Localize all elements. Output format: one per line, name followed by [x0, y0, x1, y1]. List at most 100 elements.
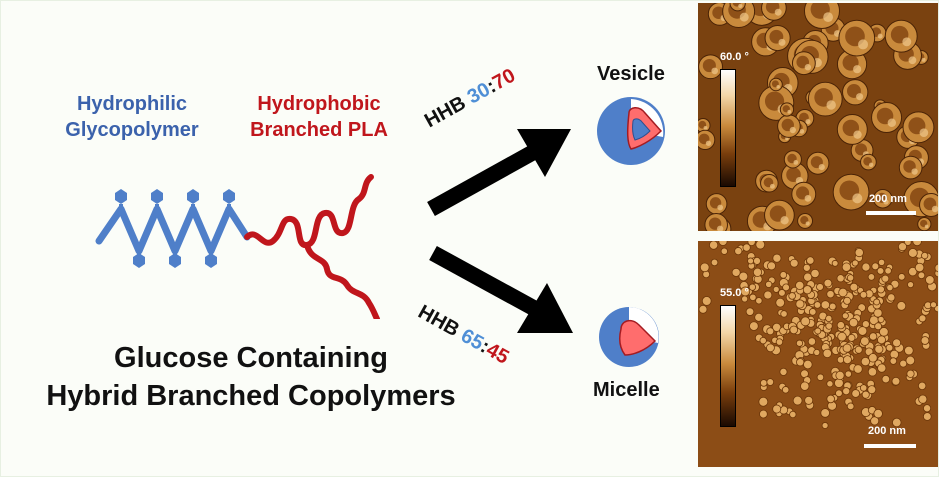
figure-title-line1: Glucose Containing — [114, 342, 388, 374]
figure-title: Glucose Containing Hybrid Branched Copol… — [1, 339, 501, 415]
vesicle-particle — [832, 173, 870, 211]
micelle-particle — [842, 343, 852, 353]
micelle-particle — [709, 241, 719, 250]
micelle-particle — [873, 298, 881, 306]
vesicle-particle — [761, 3, 787, 21]
glucose-hexagon-icon — [169, 253, 181, 268]
micelle-particle — [698, 304, 708, 314]
micelle-particle — [779, 271, 788, 279]
micelle-particle — [808, 308, 817, 316]
micelle-particle — [867, 385, 877, 395]
micelle-particle — [897, 242, 907, 252]
micelle-particle — [844, 370, 852, 378]
micelle-particle — [892, 417, 902, 428]
micelle-particle — [788, 292, 796, 300]
micelle-particle — [749, 293, 757, 302]
micelle-particle — [831, 259, 839, 267]
micelle-particle — [868, 353, 878, 363]
micelle-particle — [826, 394, 835, 404]
micelle-particle — [747, 241, 756, 247]
vesicle-particle — [919, 192, 938, 217]
micelle-particle — [848, 317, 859, 328]
vesicle-particle — [729, 3, 746, 12]
micelle-particle — [877, 335, 886, 345]
micelle-particle — [701, 296, 712, 306]
micelle-particle — [734, 247, 743, 256]
micelle-particle — [891, 376, 901, 386]
hydrophobic-label-line2: Branched PLA — [250, 119, 388, 141]
micelle-particle — [806, 256, 815, 265]
micelle-particle — [789, 258, 799, 268]
micelle-particle — [718, 241, 728, 246]
micelle-particle — [775, 297, 786, 308]
micelle-label: Micelle — [593, 379, 660, 401]
micelle-particle — [889, 357, 898, 365]
micelle-particle — [921, 252, 929, 260]
micelle-particle — [859, 384, 868, 392]
vesicle-particle — [797, 212, 814, 229]
afm-bottom-scale-bar — [864, 444, 916, 448]
vesicle-particle — [764, 24, 791, 52]
vesicle-particle — [807, 81, 843, 117]
micelle-particle — [699, 262, 710, 273]
micelle-particle — [766, 378, 775, 386]
micelle-particle — [766, 343, 775, 353]
micelle-particle — [870, 416, 880, 426]
micelle-particle — [854, 345, 863, 354]
vesicle-particle — [860, 153, 877, 171]
micelle-particle — [816, 283, 824, 291]
copolymer-chain-diagram — [95, 174, 380, 319]
micelle-particle — [879, 327, 889, 337]
vesicle-particle — [764, 199, 795, 231]
glucose-linkers — [119, 204, 231, 255]
micelle-particle — [800, 381, 810, 391]
hydrophilic-label-line1: Hydrophilic — [76, 93, 187, 115]
micelle-particle — [753, 257, 761, 265]
micelle-particle — [923, 404, 932, 413]
afm-top-scale-bar — [866, 211, 916, 215]
micelle-particle — [772, 285, 780, 293]
glucose-hexagon-icon — [115, 189, 127, 204]
micelle-particle — [874, 344, 884, 354]
micelle-particle — [857, 326, 868, 336]
micelle-particle — [922, 412, 932, 421]
micelle-particle — [836, 321, 845, 330]
micelle-particle — [897, 273, 906, 281]
micelle-particle — [765, 280, 773, 288]
micelle-particle — [917, 381, 927, 391]
vesicle-particle — [795, 109, 815, 128]
micelle-particle — [813, 348, 821, 356]
micelle-particle — [767, 261, 776, 271]
afm-top-colorbar — [720, 69, 736, 187]
micelle-particle — [821, 422, 829, 429]
micelle-particle — [836, 274, 845, 283]
micelle-particle — [878, 258, 886, 266]
vesicle-particle — [704, 213, 728, 231]
micelle-particle — [918, 394, 928, 404]
micelle-particle — [899, 359, 908, 368]
micelle-particle — [934, 263, 938, 273]
micelle-particle — [920, 336, 930, 345]
hydrophilic-label: Hydrophilic Glycopolymer — [37, 91, 227, 143]
micelle-particle — [841, 262, 852, 272]
micelle-particle — [792, 395, 803, 406]
micelle-icon — [599, 307, 659, 367]
glucose-hexagon-icon — [133, 253, 145, 268]
vesicle-particle — [884, 19, 918, 53]
afm-bottom-scale-label: 200 nm — [868, 425, 906, 437]
vesicle-particle — [779, 102, 795, 117]
micelle-particle — [820, 300, 830, 310]
figure-title-line2: Hybrid Branched Copolymers — [46, 380, 456, 412]
micelle-particle — [846, 402, 855, 411]
micelle-particle — [807, 337, 817, 346]
micelle-particle — [742, 243, 751, 252]
vesicle-particle — [803, 3, 840, 30]
micelle-particle — [752, 267, 763, 277]
micelle-particle — [876, 267, 885, 275]
pla-branch-main — [244, 174, 374, 248]
micelle-particle — [741, 295, 749, 303]
micelle-particle — [835, 389, 843, 398]
glucose-hexagon-icon — [187, 189, 199, 204]
afm-micelle-particles — [698, 241, 938, 429]
